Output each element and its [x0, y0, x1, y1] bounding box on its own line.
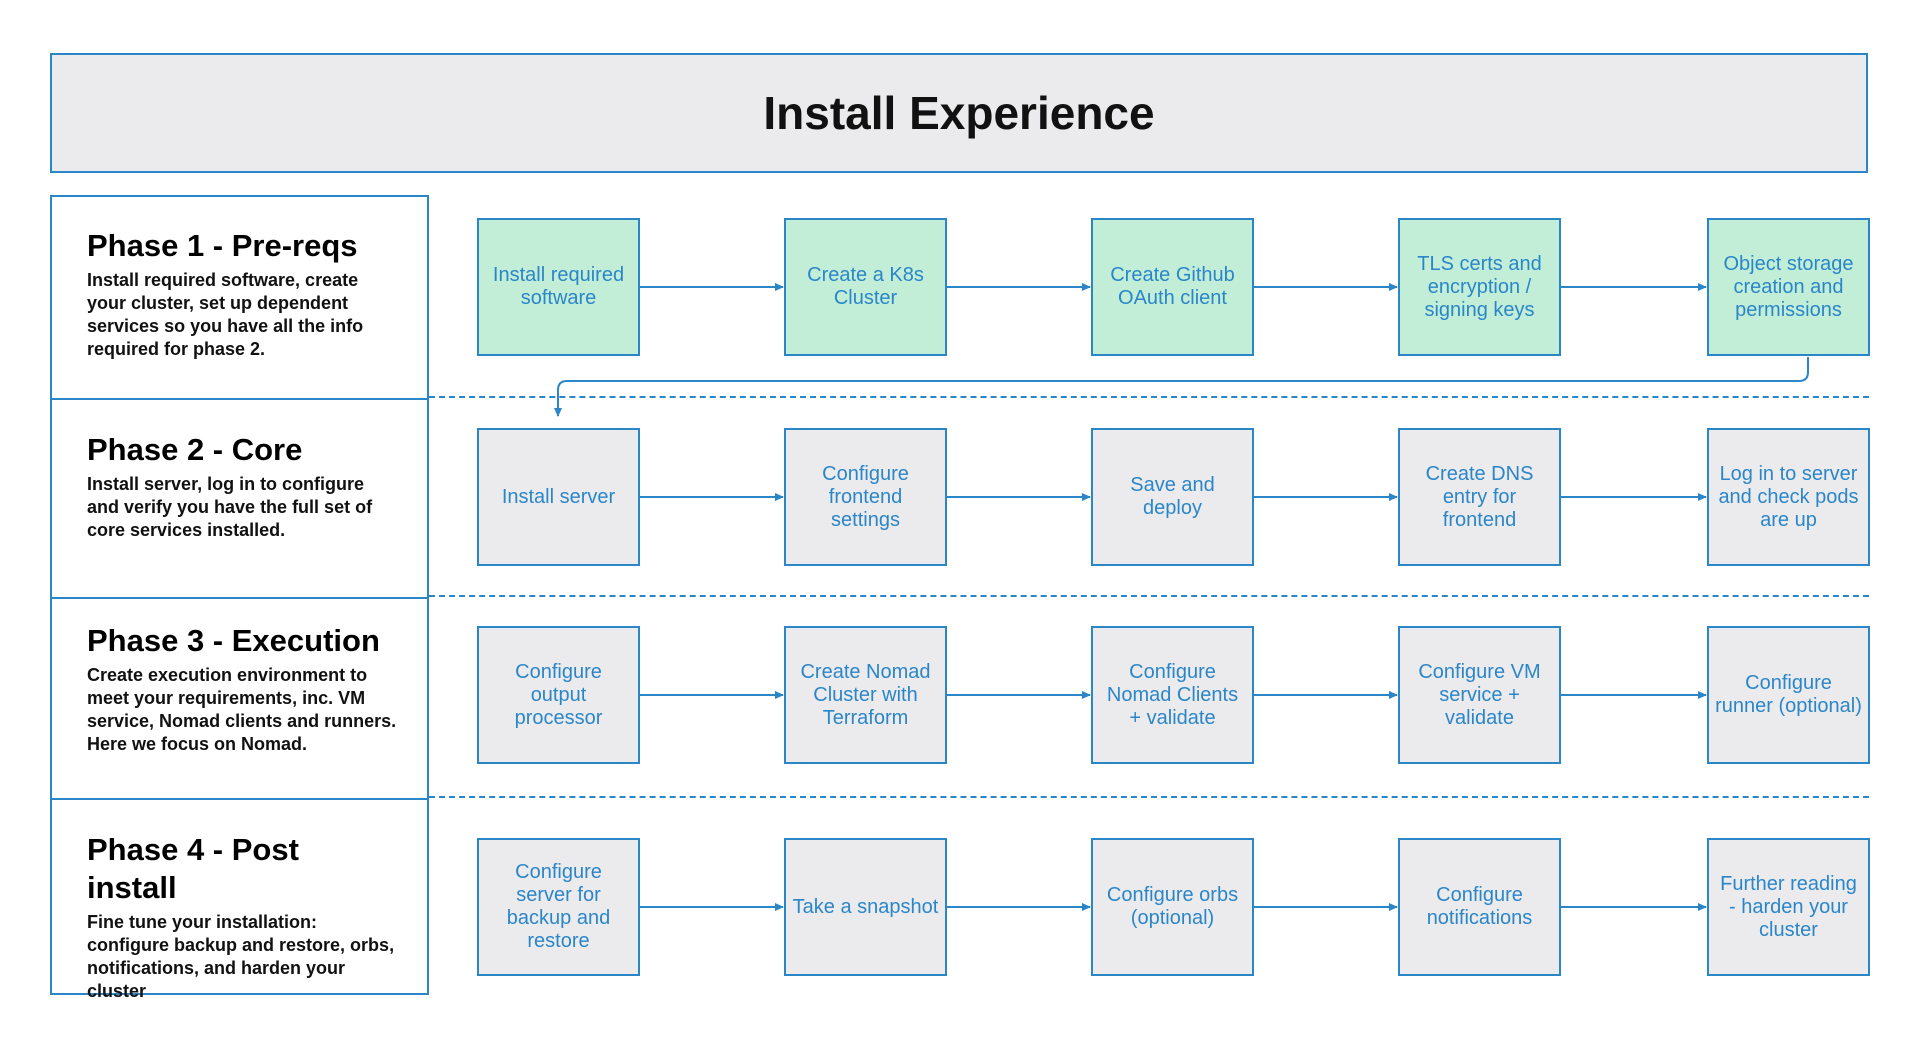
- step-log-in-and-check-pods: Log in to server and check pods are up: [1707, 428, 1870, 566]
- step-configure-runner: Configure runner (optional): [1707, 626, 1870, 764]
- step-create-k8s-cluster: Create a K8s Cluster: [784, 218, 947, 356]
- phase-panel: Phase 1 - Pre-reqs Install required soft…: [50, 195, 429, 1001]
- phase-divider: [52, 798, 427, 800]
- phase-divider: [52, 398, 427, 400]
- step-create-nomad-cluster: Create Nomad Cluster with Terraform: [784, 626, 947, 764]
- step-configure-vm-service: Configure VM service + validate: [1398, 626, 1561, 764]
- page-title: Install Experience: [763, 87, 1155, 139]
- step-further-reading: Further reading - harden your cluster: [1707, 838, 1870, 976]
- row-separator: [429, 796, 1869, 798]
- step-create-github-oauth-client: Create Github OAuth client: [1091, 218, 1254, 356]
- step-take-snapshot: Take a snapshot: [784, 838, 947, 976]
- step-configure-notifications: Configure notifications: [1398, 838, 1561, 976]
- row-separator: [429, 396, 1869, 398]
- phase-1-heading: Phase 1 - Pre-reqs: [87, 228, 358, 263]
- phase-1-text: Install required software, create your c…: [87, 270, 364, 359]
- phase-divider: [52, 597, 427, 599]
- phase-4-text: Fine tune your installation: configure b…: [87, 912, 395, 1001]
- arrow-wrap-phase1-to-phase2: [554, 357, 1809, 417]
- step-configure-output-processor: Configure output processor: [477, 626, 640, 764]
- phase-3-heading: Phase 3 - Execution: [87, 623, 380, 658]
- phase-4-heading: Phase 4 - Post install: [87, 832, 299, 905]
- phase-1-description: Phase 1 - Pre-reqs Install required soft…: [52, 227, 427, 361]
- step-save-and-deploy: Save and deploy: [1091, 428, 1254, 566]
- phase-2-description: Phase 2 - Core Install server, log in to…: [52, 431, 427, 542]
- phase-3-description: Phase 3 - Execution Create execution env…: [52, 622, 427, 756]
- step-configure-orbs: Configure orbs (optional): [1091, 838, 1254, 976]
- title-banner: Install Experience: [50, 53, 1868, 173]
- step-configure-backup-restore: Configure server for backup and restore: [477, 838, 640, 976]
- step-configure-nomad-clients: Configure Nomad Clients + validate: [1091, 626, 1254, 764]
- step-object-storage: Object storage creation and permissions: [1707, 218, 1870, 356]
- step-tls-certs-and-keys: TLS certs and encryption / signing keys: [1398, 218, 1561, 356]
- phase-2-heading: Phase 2 - Core: [87, 432, 303, 467]
- step-create-dns-entry: Create DNS entry for frontend: [1398, 428, 1561, 566]
- phase-4-description: Phase 4 - Post install Fine tune your in…: [52, 831, 427, 1003]
- step-configure-frontend-settings: Configure frontend settings: [784, 428, 947, 566]
- phase-2-text: Install server, log in to configure and …: [87, 474, 373, 540]
- phase-3-text: Create execution environment to meet you…: [87, 665, 397, 754]
- step-install-required-software: Install required software: [477, 218, 640, 356]
- step-install-server: Install server: [477, 428, 640, 566]
- row-separator: [429, 595, 1869, 597]
